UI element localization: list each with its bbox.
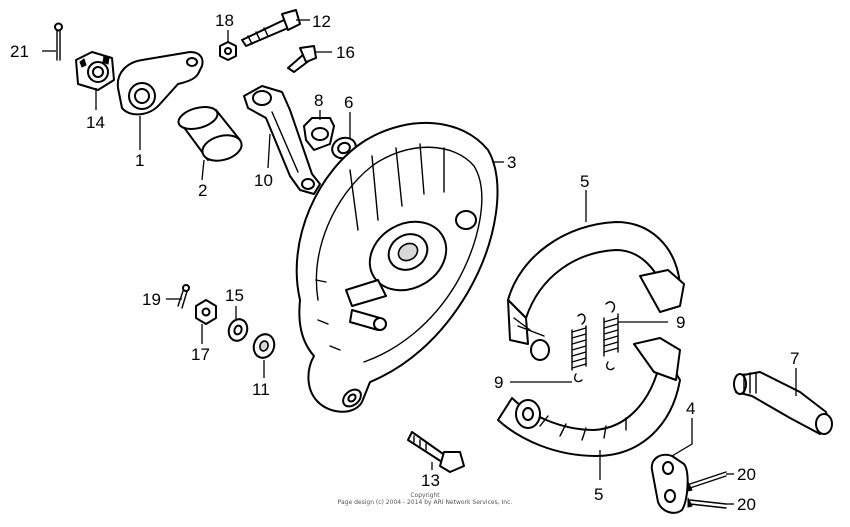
callout-14: 14 — [86, 113, 105, 132]
callout-5-bottom: 5 — [594, 485, 603, 504]
part-11-bushing — [252, 333, 276, 359]
callout-15: 15 — [225, 286, 244, 305]
part-9-spring-left — [571, 313, 587, 383]
part-17-nut — [195, 299, 217, 325]
leader-lines — [42, 19, 797, 505]
callouts: 21 14 1 2 18 12 16 8 6 10 3 5 9 9 7 4 5 … — [10, 11, 799, 514]
part-12-bolt — [241, 9, 301, 47]
callout-18: 18 — [215, 11, 234, 30]
copyright-line-1: Copyright — [410, 492, 440, 499]
part-16-bolt — [287, 45, 317, 73]
callout-9-upper: 9 — [676, 313, 685, 332]
part-14-castle-nut — [75, 51, 115, 91]
part-10-cam-lever — [243, 85, 321, 195]
part-2-collar — [177, 106, 243, 162]
callout-5-top: 5 — [580, 172, 589, 191]
part-3-brake-panel — [295, 121, 499, 413]
callout-6: 6 — [344, 93, 353, 112]
callout-11: 11 — [252, 380, 270, 399]
callout-10: 10 — [254, 171, 273, 190]
callout-7: 7 — [790, 349, 799, 368]
part-5-brake-shoe-lower — [497, 337, 681, 457]
part-13-bolt — [407, 431, 465, 473]
callout-19: 19 — [142, 290, 161, 309]
callout-4: 4 — [686, 399, 695, 418]
part-7-cam-shaft — [733, 371, 833, 435]
part-8-indicator-plate — [303, 117, 335, 151]
callout-17: 17 — [191, 345, 210, 364]
callout-1: 1 — [135, 151, 144, 170]
callout-2: 2 — [198, 181, 207, 200]
callout-3: 3 — [507, 153, 516, 172]
copyright-notice: Copyright Page design (c) 2004 - 2014 by… — [0, 492, 850, 506]
copyright-line-2: Page design (c) 2004 - 2014 by ARI Netwo… — [337, 499, 513, 506]
part-9-spring-right — [603, 301, 619, 371]
part-1-brake-arm — [116, 51, 204, 116]
part-18-nut — [219, 41, 237, 61]
callout-9-lower: 9 — [494, 373, 503, 392]
callout-12: 12 — [312, 12, 331, 31]
part-15-washer — [227, 318, 249, 342]
callout-20-lower: 20 — [737, 495, 756, 514]
part-20-pin-lower — [687, 497, 727, 509]
callout-13: 13 — [421, 471, 440, 490]
callout-16: 16 — [336, 43, 355, 62]
callout-8: 8 — [314, 91, 323, 110]
callout-20-upper: 20 — [737, 465, 756, 484]
part-19-cotter-pin — [177, 284, 190, 309]
part-5-brake-shoe-upper — [507, 221, 685, 361]
callout-21: 21 — [10, 42, 29, 61]
part-21-cotter-pin — [54, 22, 63, 61]
part-20-pin-upper — [687, 471, 727, 492]
